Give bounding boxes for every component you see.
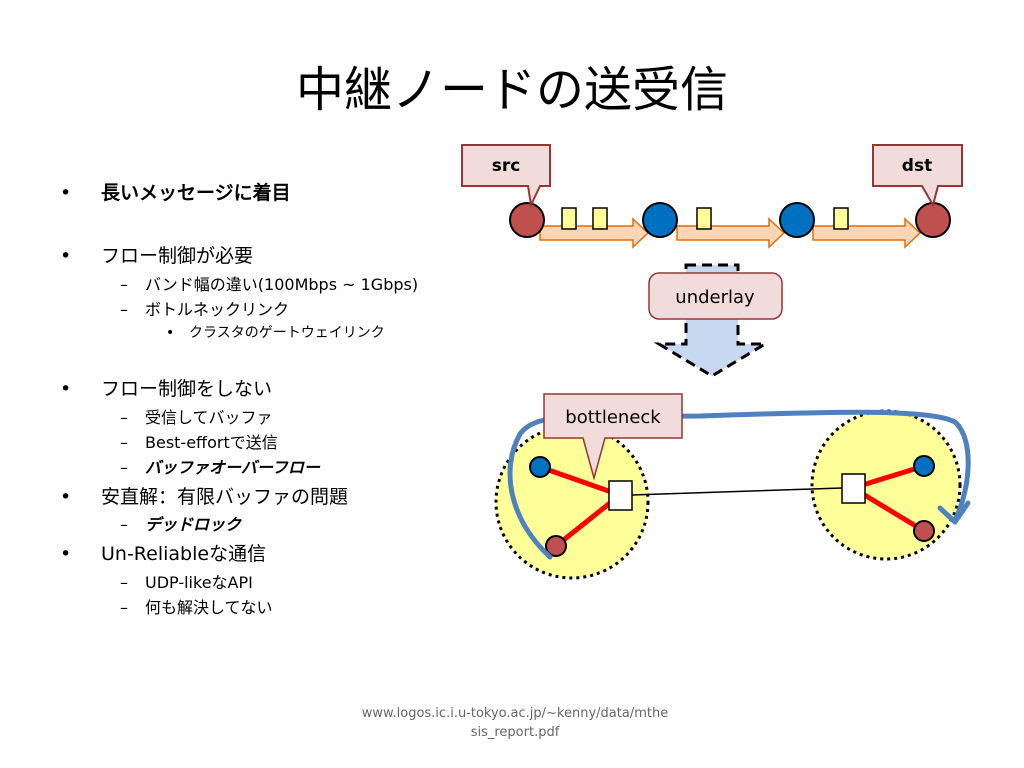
sub-bullet-marker: – — [120, 458, 128, 477]
bullet-marker: • — [60, 486, 72, 508]
packet — [561, 207, 577, 230]
bottleneck-label: bottleneck — [565, 407, 661, 428]
bullet-list: • 長いメッセージに着目 • フロー制御が必要 – バンド幅の違い(100Mbp… — [0, 0, 470, 700]
sub-bullet-item: ボトルネックリンク — [145, 300, 290, 319]
bullet-item: フロー制御が必要 — [101, 245, 254, 267]
dst-callout: dst — [872, 144, 963, 208]
sub-bullet-marker: – — [120, 275, 128, 294]
sub-bullet-item: バッファオーバーフロー — [145, 458, 320, 477]
relay-node — [642, 202, 678, 238]
bullet-item: フロー制御をしない — [101, 378, 273, 400]
sub-bullet-item: バンド幅の違い(100Mbps ~ 1Gbps) — [145, 275, 419, 294]
host-node — [913, 520, 935, 542]
sub-bullet-marker: – — [120, 598, 128, 617]
host-node — [545, 535, 567, 557]
src-node — [509, 202, 545, 238]
message-route — [507, 409, 971, 560]
sub-bullet-marker: – — [120, 433, 128, 452]
gateway-node — [608, 480, 633, 511]
packet — [592, 207, 608, 230]
host-node — [529, 456, 551, 478]
sub-sub-bullet-marker: • — [166, 325, 175, 341]
route-arrowhead — [937, 500, 971, 525]
sub-bullet-marker: – — [120, 573, 128, 592]
bullet-marker: • — [60, 182, 72, 204]
bullet-marker: • — [60, 245, 72, 267]
src-label: src — [492, 156, 521, 176]
transfer-arrow — [812, 217, 922, 249]
sub-bullet-marker: – — [120, 408, 128, 427]
relay-chain — [509, 202, 951, 249]
slide-title: 中継ノードの送受信 — [295, 62, 728, 118]
sub-bullet-item: 何も解決してない — [145, 598, 273, 617]
host-node — [913, 455, 935, 477]
sub-bullet-item: 受信してバッファ — [145, 408, 273, 427]
sub-sub-bullet-item: クラスタのゲートウェイリンク — [189, 325, 385, 341]
link — [539, 464, 621, 498]
underlay-callout: underlay — [648, 272, 783, 320]
bottleneck-callout: bottleneck — [543, 393, 683, 481]
cluster-right — [810, 409, 962, 561]
packet — [696, 207, 712, 230]
gateway-node — [841, 473, 866, 504]
dst-node — [915, 202, 951, 238]
source-url: www.logos.ic.i.u-tokyo.ac.jp/~kenny/data… — [361, 706, 669, 740]
bullet-item: 長いメッセージに着目 — [101, 182, 291, 204]
packet — [833, 207, 849, 230]
bullet-marker: • — [60, 378, 72, 400]
sub-bullet-marker: – — [120, 300, 128, 319]
sub-bullet-marker: – — [120, 515, 128, 534]
bullet-item: Un-Reliableな通信 — [101, 543, 267, 565]
sub-bullet-item: デッドロック — [145, 515, 242, 534]
relay-node — [779, 202, 815, 238]
sub-bullet-item: Best-effortで送信 — [145, 433, 278, 452]
dst-label: dst — [902, 156, 932, 176]
gateway-link — [631, 487, 843, 496]
bullet-item: 安直解：有限バッファの問題 — [101, 486, 349, 508]
underlay-label: underlay — [675, 287, 755, 308]
sub-bullet-item: UDP-likeなAPI — [145, 573, 253, 592]
src-callout: src — [461, 144, 551, 209]
transfer-arrow — [676, 217, 786, 249]
bullet-marker: • — [60, 543, 72, 565]
